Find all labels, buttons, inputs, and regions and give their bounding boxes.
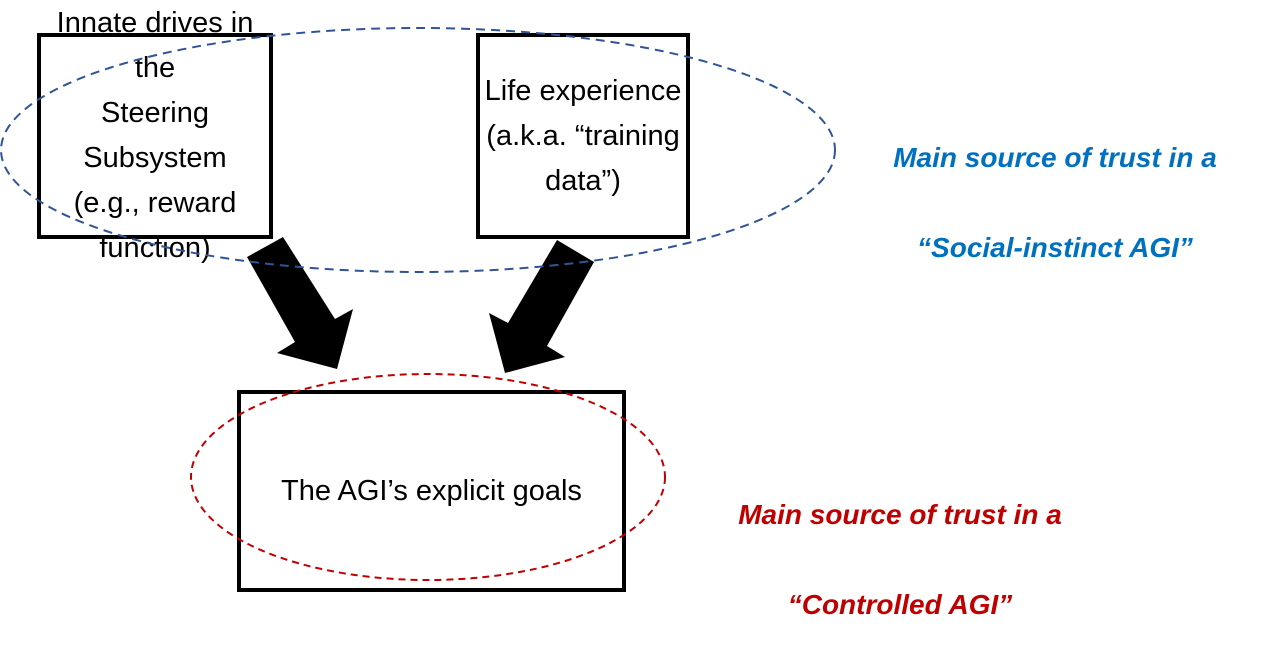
innate-drives-box: Innate drives in the Steering Subsystem …	[37, 7, 273, 264]
controlled-annotation-line2: “Controlled AGI”	[787, 589, 1013, 620]
social-instinct-annotation: Main source of trust in a “Social-instin…	[850, 90, 1260, 315]
life-experience-box: Life experience (a.k.a. “training data”)	[476, 33, 690, 239]
innate-drives-label: Innate drives in the Steering Subsystem …	[56, 7, 254, 264]
explicit-goals-label: The AGI’s explicit goals	[281, 474, 582, 507]
controlled-annotation: Main source of trust in a “Controlled AG…	[695, 447, 1105, 672]
social-annotation-line1: Main source of trust in a	[893, 142, 1217, 173]
explicit-goals-box: The AGI’s explicit goals	[237, 390, 626, 592]
social-annotation-line2: “Social-instinct AGI”	[917, 232, 1193, 263]
controlled-annotation-line1: Main source of trust in a	[738, 499, 1062, 530]
life-experience-label: Life experience (a.k.a. “training data”)	[484, 74, 682, 197]
arrow-experience-to-goals	[489, 240, 594, 373]
